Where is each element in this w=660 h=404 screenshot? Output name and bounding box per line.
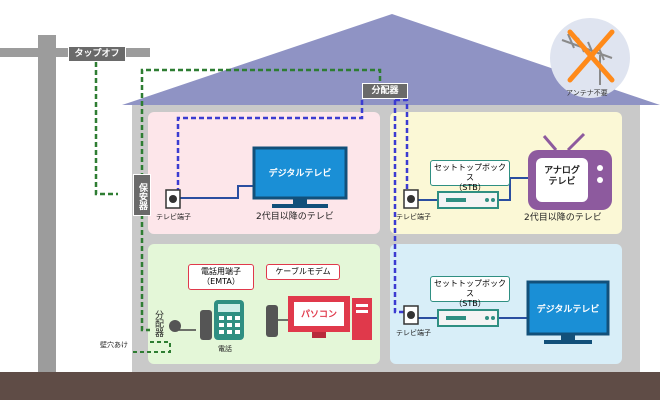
stb-tr-label: セットトップボックス （STB） [430, 160, 510, 192]
pc-label: パソコン [300, 310, 337, 320]
emta-device-icon [200, 310, 212, 340]
splitter-top-label: 分配器 [362, 83, 408, 99]
tv-line-to-top-left [176, 100, 364, 190]
catv-house-line [140, 68, 382, 178]
protector-label: 保安器 [133, 174, 151, 216]
digital-tv-br-label: デジタルテレビ [536, 305, 600, 315]
cable-modem-label: ケーブルモデム [266, 264, 340, 280]
tv-terminal-tr-label: テレビ端子 [396, 213, 431, 221]
cable-tl [180, 185, 254, 199]
stb-br-icon [437, 309, 499, 327]
tv-terminal-tl [165, 189, 181, 209]
prohibited-cross-icon [567, 29, 615, 83]
cable-modem-icon [266, 305, 278, 337]
tv-terminal-tl-label: テレビ端子 [156, 213, 191, 221]
analog-tv-icon [528, 132, 612, 210]
tv-terminal-tr [403, 189, 419, 209]
utility-pole [38, 35, 56, 375]
caption-tl: 2代目以降のテレビ [256, 212, 334, 222]
catv-wall-line [130, 341, 171, 353]
tap-off-label: タップオフ [68, 46, 126, 62]
tv-terminal-br-label: テレビ端子 [396, 329, 431, 337]
tv-terminal-br [403, 305, 419, 325]
digital-tv-tl-label: デジタルテレビ [268, 169, 332, 179]
stb-tr-icon [437, 191, 499, 209]
digital-tv-tl-icon [252, 146, 348, 208]
wall-hole-label: 壁穴あけ [100, 341, 128, 349]
pc-monitor-icon [288, 296, 350, 338]
splitter-left-label: 分配器 [153, 310, 163, 337]
splitter-left-icon [169, 320, 181, 332]
catv-modem-line [140, 214, 150, 332]
roof [122, 14, 660, 105]
emta-label: 電話用端子 （EMTA） [188, 264, 254, 290]
analog-tv-label: アナログ テレビ [544, 166, 580, 187]
phone-label: 電話 [218, 345, 232, 353]
catv-drop-line [94, 62, 118, 196]
antenna-label: アンテナ不要 [566, 89, 608, 97]
stb-br-label: セットトップボックス （STB） [430, 276, 510, 308]
pc-tower-icon [352, 298, 372, 340]
cable-tr-tv [498, 177, 528, 201]
digital-tv-br-icon [526, 280, 610, 344]
phone-icon [214, 300, 244, 340]
tv-line-to-top-right [395, 98, 409, 190]
ground [0, 372, 660, 400]
caption-tr: 2代目以降のテレビ [524, 213, 602, 223]
